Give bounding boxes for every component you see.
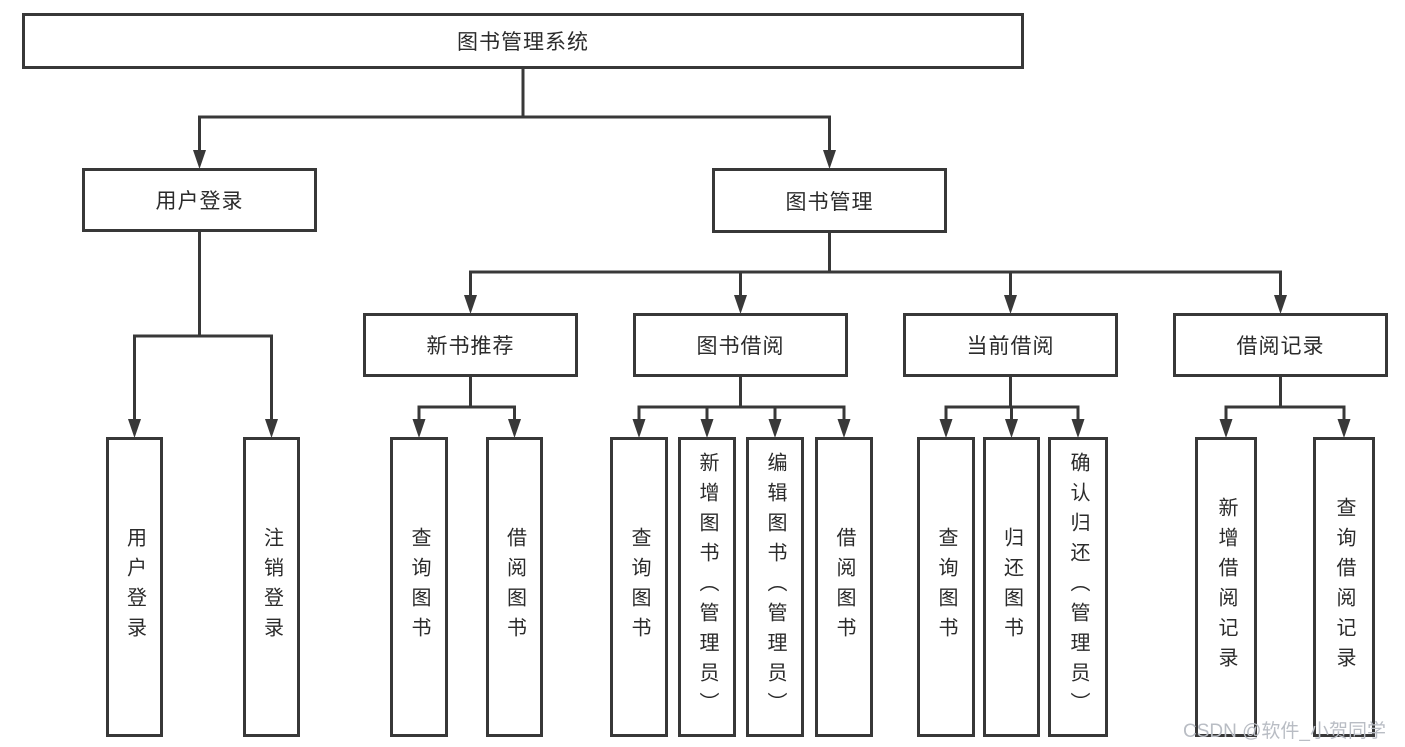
node-current-borrowing: 当前借阅 — [903, 313, 1118, 377]
node-query-books: 查询图书 — [390, 437, 448, 737]
node-add-books-admin: 新增图书（管理员） — [678, 437, 736, 737]
node-borrow-books: 借阅图书 — [815, 437, 873, 737]
node-label: 查询借阅记录 — [1333, 497, 1355, 677]
node-label: 用户登录 — [123, 527, 146, 647]
node-borrowing-records: 借阅记录 — [1173, 313, 1388, 377]
node-label: 图书借阅 — [696, 335, 785, 358]
node-label: 借阅图书 — [503, 527, 526, 647]
node-label: 新增图书（管理员） — [696, 452, 718, 722]
node-user-login-group: 用户登录 — [82, 168, 317, 232]
node-book-management: 图书管理 — [712, 168, 947, 233]
node-add-borrow-record: 新增借阅记录 — [1195, 437, 1257, 737]
node-confirm-return-admin: 确认归还（管理员） — [1048, 437, 1108, 737]
node-label: 用户登录 — [155, 190, 244, 213]
node-label: 当前借阅 — [966, 335, 1055, 358]
node-return-books: 归还图书 — [983, 437, 1040, 737]
node-new-book-recommendation: 新书推荐 — [363, 313, 578, 377]
node-edit-books-admin: 编辑图书（管理员） — [746, 437, 804, 737]
node-book-borrowing: 图书借阅 — [633, 313, 848, 377]
node-query-books: 查询图书 — [917, 437, 975, 737]
node-label: 注销登录 — [260, 527, 283, 647]
node-borrow-books: 借阅图书 — [486, 437, 543, 737]
node-label: 查询图书 — [628, 527, 650, 647]
node-label: 查询图书 — [935, 527, 957, 647]
node-query-borrow-record: 查询借阅记录 — [1313, 437, 1375, 737]
node-query-books: 查询图书 — [610, 437, 668, 737]
node-label: 查询图书 — [408, 527, 430, 647]
node-label: 图书管理 — [785, 190, 874, 214]
node-label: 图书管理系统 — [457, 31, 589, 54]
csdn-watermark: CSDN @软件_小贺同学 — [1183, 721, 1386, 742]
node-label: 编辑图书（管理员） — [764, 452, 786, 722]
node-label: 新书推荐 — [426, 335, 515, 358]
node-logout: 注销登录 — [243, 437, 300, 737]
node-label: 归还图书 — [1000, 527, 1023, 647]
node-label: 借阅记录 — [1236, 335, 1325, 358]
node-user-login: 用户登录 — [106, 437, 163, 737]
node-library-management-system: 图书管理系统 — [22, 13, 1024, 69]
node-label: 借阅图书 — [833, 527, 855, 647]
node-label: 确认归还（管理员） — [1067, 452, 1089, 722]
node-label: 新增借阅记录 — [1215, 497, 1237, 677]
